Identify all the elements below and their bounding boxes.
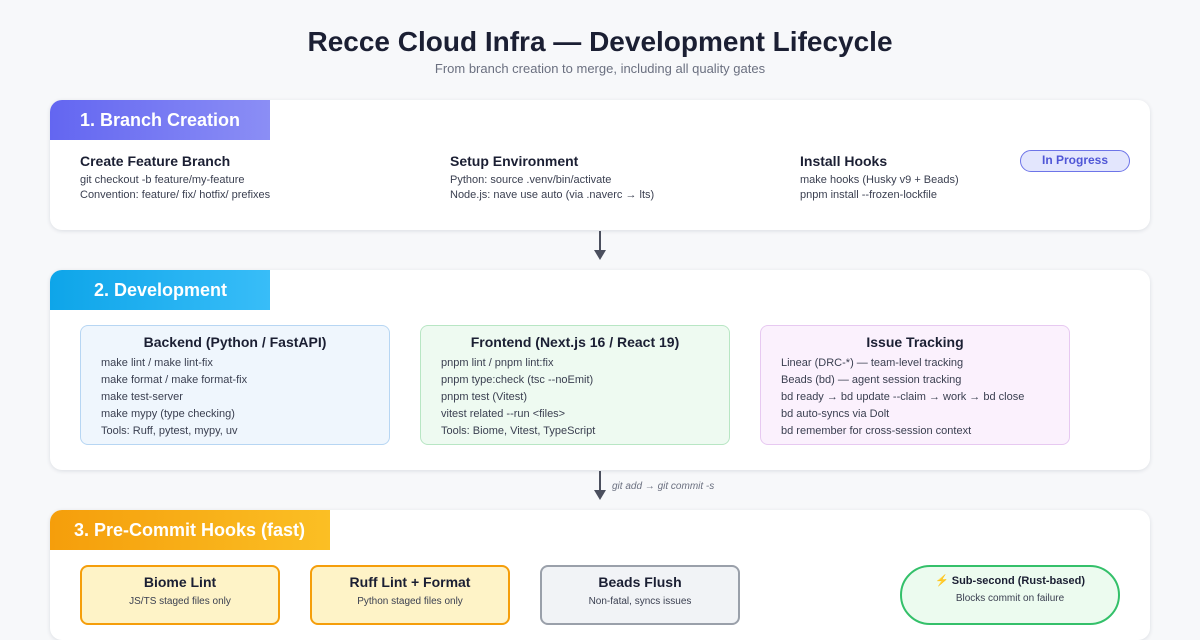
card-line: make format / make format-fix — [101, 374, 248, 386]
step-line: git checkout -b feature/my-feature — [80, 174, 245, 186]
hook-biome-lint: Biome Lint JS/TS staged files only — [80, 565, 280, 625]
card-line: make lint / make lint-fix — [101, 357, 213, 369]
hook-desc: Python staged files only — [357, 596, 463, 607]
card-line: pnpm type:check (tsc --noEmit) — [441, 374, 594, 386]
phase-pre-commit-hooks: 3. Pre-Commit Hooks (fast) Biome Lint JS… — [50, 510, 1150, 640]
step-create-feature-branch: Create Feature Branch git checkout -b fe… — [80, 153, 270, 203]
card-line: Tools: Biome, Vitest, TypeScript — [441, 425, 596, 437]
card-line: make mypy (type checking) — [101, 408, 235, 420]
flow-arrow-line — [599, 471, 601, 491]
connector-label: git add → git commit -s — [612, 481, 715, 492]
hook-desc: JS/TS staged files only — [129, 596, 231, 607]
hook-title: Ruff Lint + Format — [349, 574, 471, 590]
phase-development: 2. Development Backend (Python / FastAPI… — [50, 270, 1150, 470]
page-title: Recce Cloud Infra — Development Lifecycl… — [307, 26, 893, 57]
hook-beads-flush: Beads Flush Non-fatal, syncs issues — [540, 565, 740, 625]
step-title: Install Hooks — [800, 153, 888, 169]
step-line: Convention: feature/ fix/ hotfix/ prefix… — [80, 189, 271, 201]
step-title: Setup Environment — [450, 153, 579, 169]
hook-title: Biome Lint — [143, 574, 217, 590]
card-line: pnpm lint / pnpm lint:fix — [441, 357, 554, 369]
card-issue-tracking: Issue Tracking Linear (DRC-*) — team-lev… — [760, 325, 1070, 445]
card-backend: Backend (Python / FastAPI) make lint / m… — [80, 325, 390, 445]
step-line: Node.js: nave use auto (via .naverc → lt… — [450, 189, 655, 201]
card-line: Beads (bd) — agent session tracking — [781, 374, 962, 386]
status-badge: In Progress — [1020, 150, 1130, 172]
card-line: Tools: Ruff, pytest, mypy, uv — [101, 425, 238, 437]
card-line: bd ready → bd update --claim → work → bd… — [781, 391, 1025, 403]
hook-ruff-lint-format: Ruff Lint + Format Python staged files o… — [310, 565, 510, 625]
flow-arrow-line — [599, 231, 601, 251]
card-title: Frontend (Next.js 16 / React 19) — [470, 334, 680, 350]
card-line: vitest related --run <files> — [441, 408, 566, 420]
step-install-hooks: Install Hooks make hooks (Husky v9 + Bea… — [800, 153, 959, 203]
hook-desc: Non-fatal, syncs issues — [588, 596, 692, 607]
step-line: pnpm install --frozen-lockfile — [800, 189, 937, 201]
card-title: Issue Tracking — [866, 334, 964, 350]
hook-sub-second-note: ⚡ Sub-second (Rust-based) Blocks commit … — [900, 565, 1120, 625]
flow-arrow-head — [594, 490, 606, 500]
phase-label: 2. Development — [50, 270, 270, 310]
hook-desc: Blocks commit on failure — [955, 593, 1065, 604]
card-line: Linear (DRC-*) — team-level tracking — [781, 357, 964, 369]
step-line: make hooks (Husky v9 + Beads) — [800, 174, 959, 186]
card-line: bd remember for cross-session context — [781, 425, 972, 437]
flow-arrow-head — [594, 250, 606, 260]
step-line: Python: source .venv/bin/activate — [450, 174, 612, 186]
card-line: make test-server — [101, 391, 183, 403]
phase-branch-creation: 1. Branch Creation Create Feature Branch… — [50, 100, 1150, 230]
hook-title: ⚡ Sub-second (Rust-based) — [935, 575, 1085, 587]
page-subtitle: From branch creation to merge, including… — [434, 61, 766, 76]
phase-label: 3. Pre-Commit Hooks (fast) — [50, 510, 330, 550]
phase-label: 1. Branch Creation — [50, 100, 270, 140]
card-frontend: Frontend (Next.js 16 / React 19) pnpm li… — [420, 325, 730, 445]
card-line: pnpm test (Vitest) — [441, 391, 527, 403]
step-title: Create Feature Branch — [80, 153, 231, 169]
card-line: bd auto-syncs via Dolt — [781, 408, 890, 420]
hook-title: Beads Flush — [598, 574, 682, 590]
step-setup-environment: Setup Environment Python: source .venv/b… — [450, 153, 654, 203]
card-title: Backend (Python / FastAPI) — [143, 334, 327, 350]
